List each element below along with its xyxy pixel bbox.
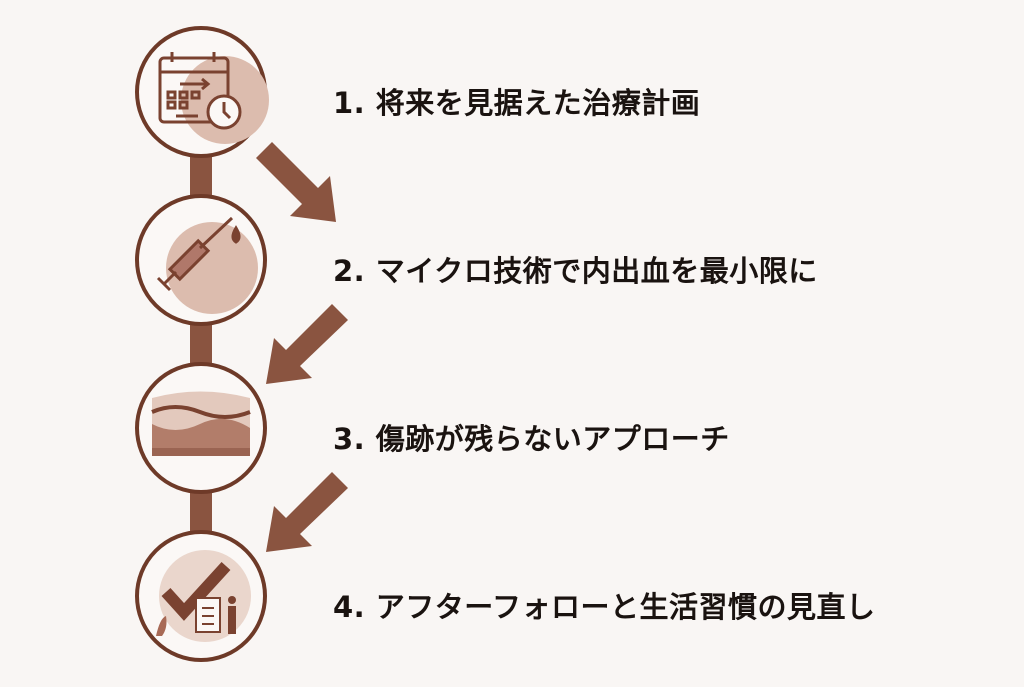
step-label-3: 3. 傷跡が残らないアプローチ [333, 422, 730, 456]
step-circle-4 [135, 530, 267, 662]
checkmark-clipboard-icon [156, 561, 236, 636]
arrow-down-left-icon [266, 304, 348, 384]
calendar-clock-icon [158, 52, 242, 130]
step-circle-1 [135, 26, 269, 158]
syringe-icon [156, 216, 241, 292]
arrow-down-left-icon [266, 472, 348, 552]
step-label-2: 2. マイクロ技術で内出血を最小限に [333, 254, 818, 288]
arrow-down-right-icon [256, 142, 336, 222]
step-circle-2 [135, 194, 267, 326]
step-circle-3 [135, 362, 267, 494]
step-label-1: 1. 将来を見据えた治療計画 [333, 86, 701, 120]
skin-layers-icon [151, 391, 251, 456]
step-label-4: 4. アフターフォローと生活習慣の見直し [333, 590, 876, 624]
